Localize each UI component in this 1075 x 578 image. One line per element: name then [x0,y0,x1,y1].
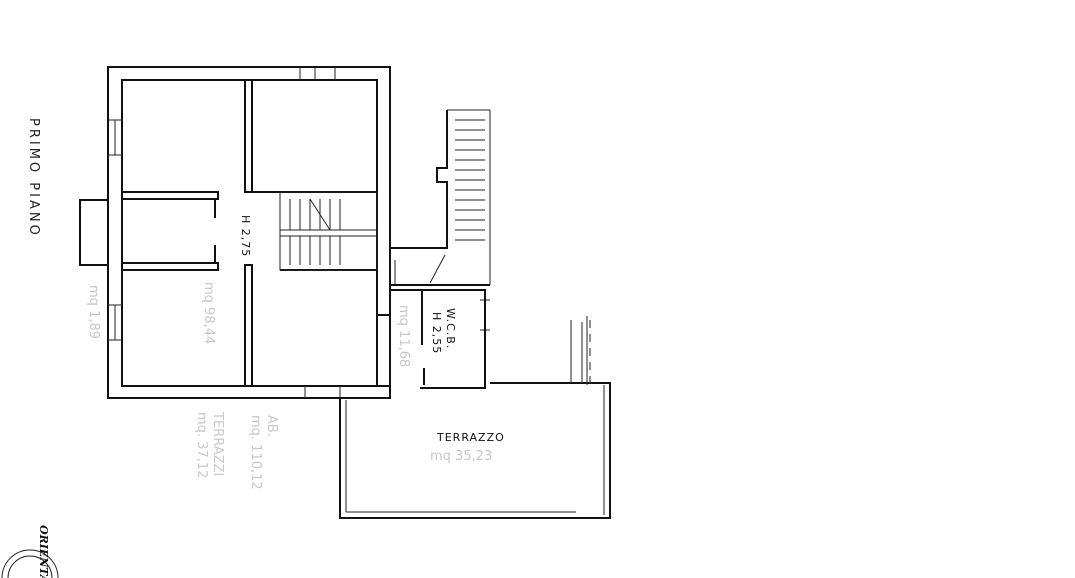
terrace-area: mq 35,23 [430,449,492,464]
hall-area: mq 11,68 [396,305,411,367]
balcony-area: mq 1,89 [86,285,101,339]
orientation-label: ORIENTA [37,525,50,578]
terrace-name: TERRAZZO [436,431,505,444]
living-height: H 2,75 [239,215,252,257]
external-staircase [389,109,491,286]
floor-title: PRIMO PIANO [26,118,41,238]
terraces-label: TERRAZZI [210,411,225,476]
staircase [279,191,378,271]
wc-height: H 2,55 [430,312,443,354]
orientation-symbol [1,549,59,578]
wc-name: W.C.B. [444,308,457,349]
windows [108,67,490,398]
interior-walls [122,79,391,387]
terrace [339,316,611,519]
terraces-area: mq. 37,12 [194,412,209,478]
wc-room [390,289,486,389]
dwelling-area: mq. 110,12 [248,415,263,490]
living-area: mq 98,44 [201,282,216,344]
dwelling-label: AB. [264,415,279,437]
balcony [79,199,109,266]
